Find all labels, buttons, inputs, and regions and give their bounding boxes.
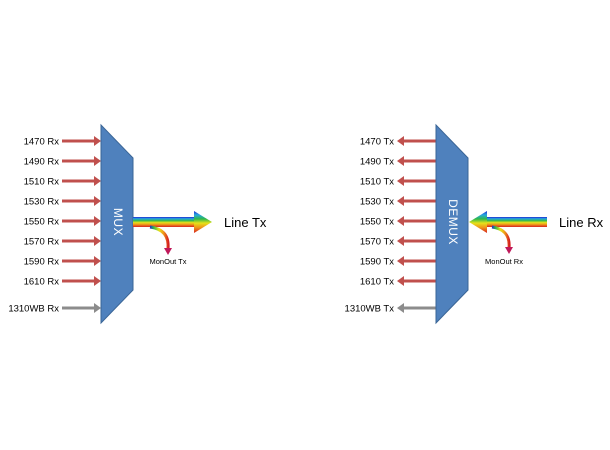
demux-arrow-1610 — [397, 276, 436, 286]
mux-arrow-1610 — [62, 276, 101, 286]
mux-arrow-1570 — [62, 236, 101, 246]
mux-channel-label: 1570 Rx — [24, 237, 60, 248]
mux-wideband-label: 1310WB Rx — [8, 304, 59, 315]
demux-block-label: DEMUX — [446, 199, 460, 245]
demux-channel-label: 1470 Tx — [360, 137, 394, 148]
demux-channel-label: 1510 Tx — [360, 177, 394, 188]
demux-arrow-1510 — [397, 176, 436, 186]
mux-channel-label: 1610 Rx — [24, 277, 60, 288]
mux-section: 1470 Rx 1490 Rx 1510 Rx 1530 Rx 1550 Rx … — [8, 123, 267, 325]
mux-block — [100, 123, 134, 325]
demux-arrow-1490 — [397, 156, 436, 166]
mux-channel-label: 1470 Rx — [24, 137, 60, 148]
demux-section: 1470 Tx 1490 Tx 1510 Tx 1530 Tx 1550 Tx … — [345, 123, 604, 325]
mux-channel-label: 1510 Rx — [24, 177, 60, 188]
demux-block — [435, 123, 469, 325]
demux-channel-label: 1550 Tx — [360, 217, 394, 228]
demux-channel-labels: 1470 Tx 1490 Tx 1510 Tx 1530 Tx 1550 Tx … — [345, 137, 395, 315]
demux-channel-label: 1490 Tx — [360, 157, 394, 168]
mux-monitor-arrow — [149, 225, 172, 255]
demux-arrow-1310wb — [397, 303, 436, 313]
mux-arrow-1510 — [62, 176, 101, 186]
demux-arrow-1550 — [397, 216, 436, 226]
demux-monitor-label: MonOut Rx — [485, 257, 523, 266]
mux-channel-label: 1550 Rx — [24, 217, 60, 228]
mux-line-label: Line Tx — [224, 215, 267, 230]
mux-line-out-arrow — [133, 211, 212, 233]
mux-input-arrows — [62, 136, 101, 313]
demux-wideband-label: 1310WB Tx — [345, 304, 395, 315]
demux-line-label: Line Rx — [559, 215, 604, 230]
demux-output-arrows — [397, 136, 436, 313]
demux-monitor-arrow — [491, 225, 513, 254]
mux-channel-label: 1530 Rx — [24, 197, 60, 208]
demux-line-in-arrow — [469, 211, 547, 233]
mux-monitor-label: MonOut Tx — [150, 257, 187, 266]
demux-arrow-1570 — [397, 236, 436, 246]
mux-block-label: MUX — [111, 208, 125, 236]
demux-arrow-1530 — [397, 196, 436, 206]
demux-arrow-1470 — [397, 136, 436, 146]
mux-arrow-1530 — [62, 196, 101, 206]
mux-channel-label: 1590 Rx — [24, 257, 60, 268]
mux-arrow-1590 — [62, 256, 101, 266]
demux-channel-label: 1570 Tx — [360, 237, 394, 248]
mux-arrow-1310wb — [62, 303, 101, 313]
mux-channel-labels: 1470 Rx 1490 Rx 1510 Rx 1530 Rx 1550 Rx … — [8, 137, 59, 315]
demux-channel-label: 1590 Tx — [360, 257, 394, 268]
mux-arrow-1550 — [62, 216, 101, 226]
demux-channel-label: 1610 Tx — [360, 277, 394, 288]
mux-channel-label: 1490 Rx — [24, 157, 60, 168]
mux-arrow-1470 — [62, 136, 101, 146]
demux-arrow-1590 — [397, 256, 436, 266]
demux-channel-label: 1530 Tx — [360, 197, 394, 208]
mux-arrow-1490 — [62, 156, 101, 166]
